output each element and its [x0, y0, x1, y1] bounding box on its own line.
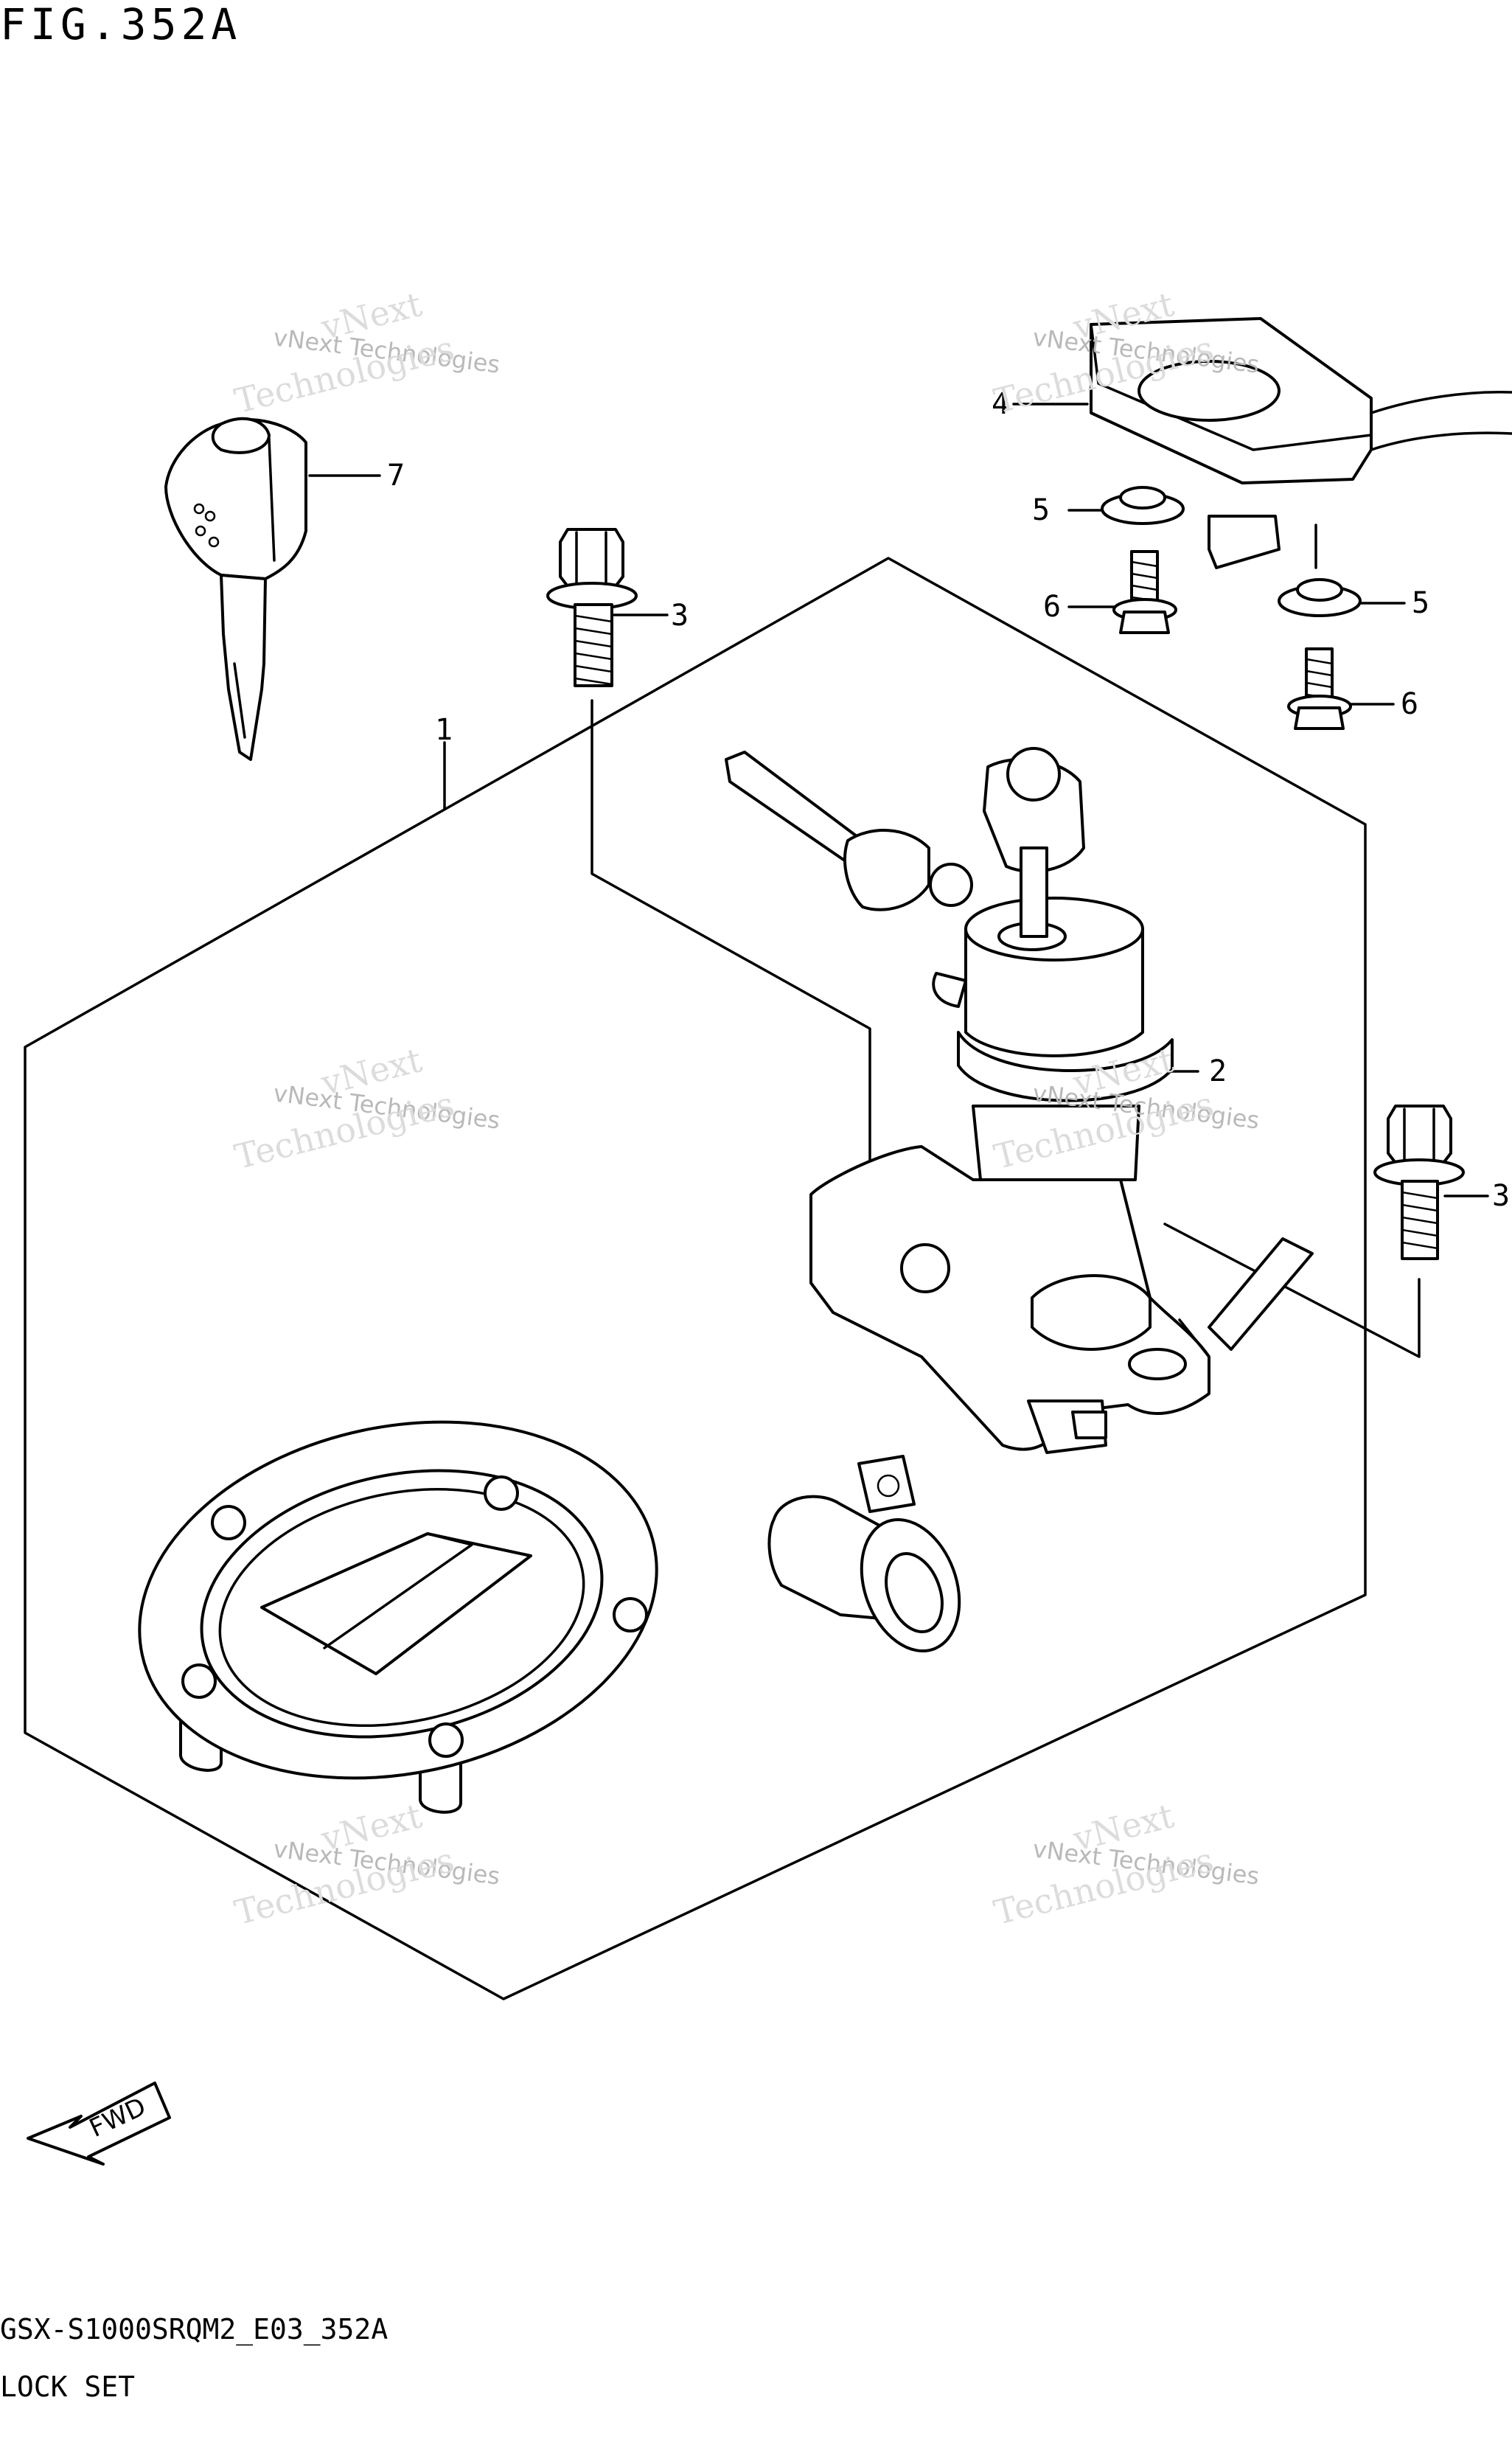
figure-title: FIG.352A [0, 0, 242, 49]
guide-bolt-3a [590, 699, 871, 1166]
callout-4: 4 [992, 387, 1010, 421]
fuel-cap-ring [138, 1420, 658, 1814]
subtitle: LOCK SET [0, 2371, 136, 2403]
callout-5b: 5 [1412, 586, 1430, 620]
grommet-part-5b [1278, 578, 1362, 617]
key-part-7 [164, 417, 307, 761]
callout-3a: 3 [671, 599, 689, 633]
callout-1: 1 [435, 713, 453, 747]
callout-3b: 3 [1492, 1179, 1511, 1213]
callout-2: 2 [1209, 1054, 1227, 1088]
drawing-code: GSX-S1000SRQM2_E03_352A [0, 2313, 389, 2346]
fwd-arrow-icon [27, 2082, 171, 2166]
bolt-part-3a [546, 528, 638, 687]
bolt-part-3b [1373, 1105, 1465, 1260]
callout-6b: 6 [1401, 687, 1419, 721]
sensor-part-4 [1090, 317, 1512, 569]
callout-5a: 5 [1032, 493, 1051, 527]
callout-7: 7 [387, 459, 405, 493]
lock-set-outline [24, 557, 1367, 2000]
ignition-switch-part-2 [725, 747, 1314, 1454]
grommet-part-5a [1101, 486, 1185, 525]
guide-bolt-3b [1163, 1223, 1421, 1358]
bolt-part-6a [1112, 550, 1177, 634]
seat-lock-cylinder [767, 1455, 961, 1653]
callout-6a: 6 [1043, 590, 1062, 624]
bolt-part-6b [1287, 647, 1352, 730]
